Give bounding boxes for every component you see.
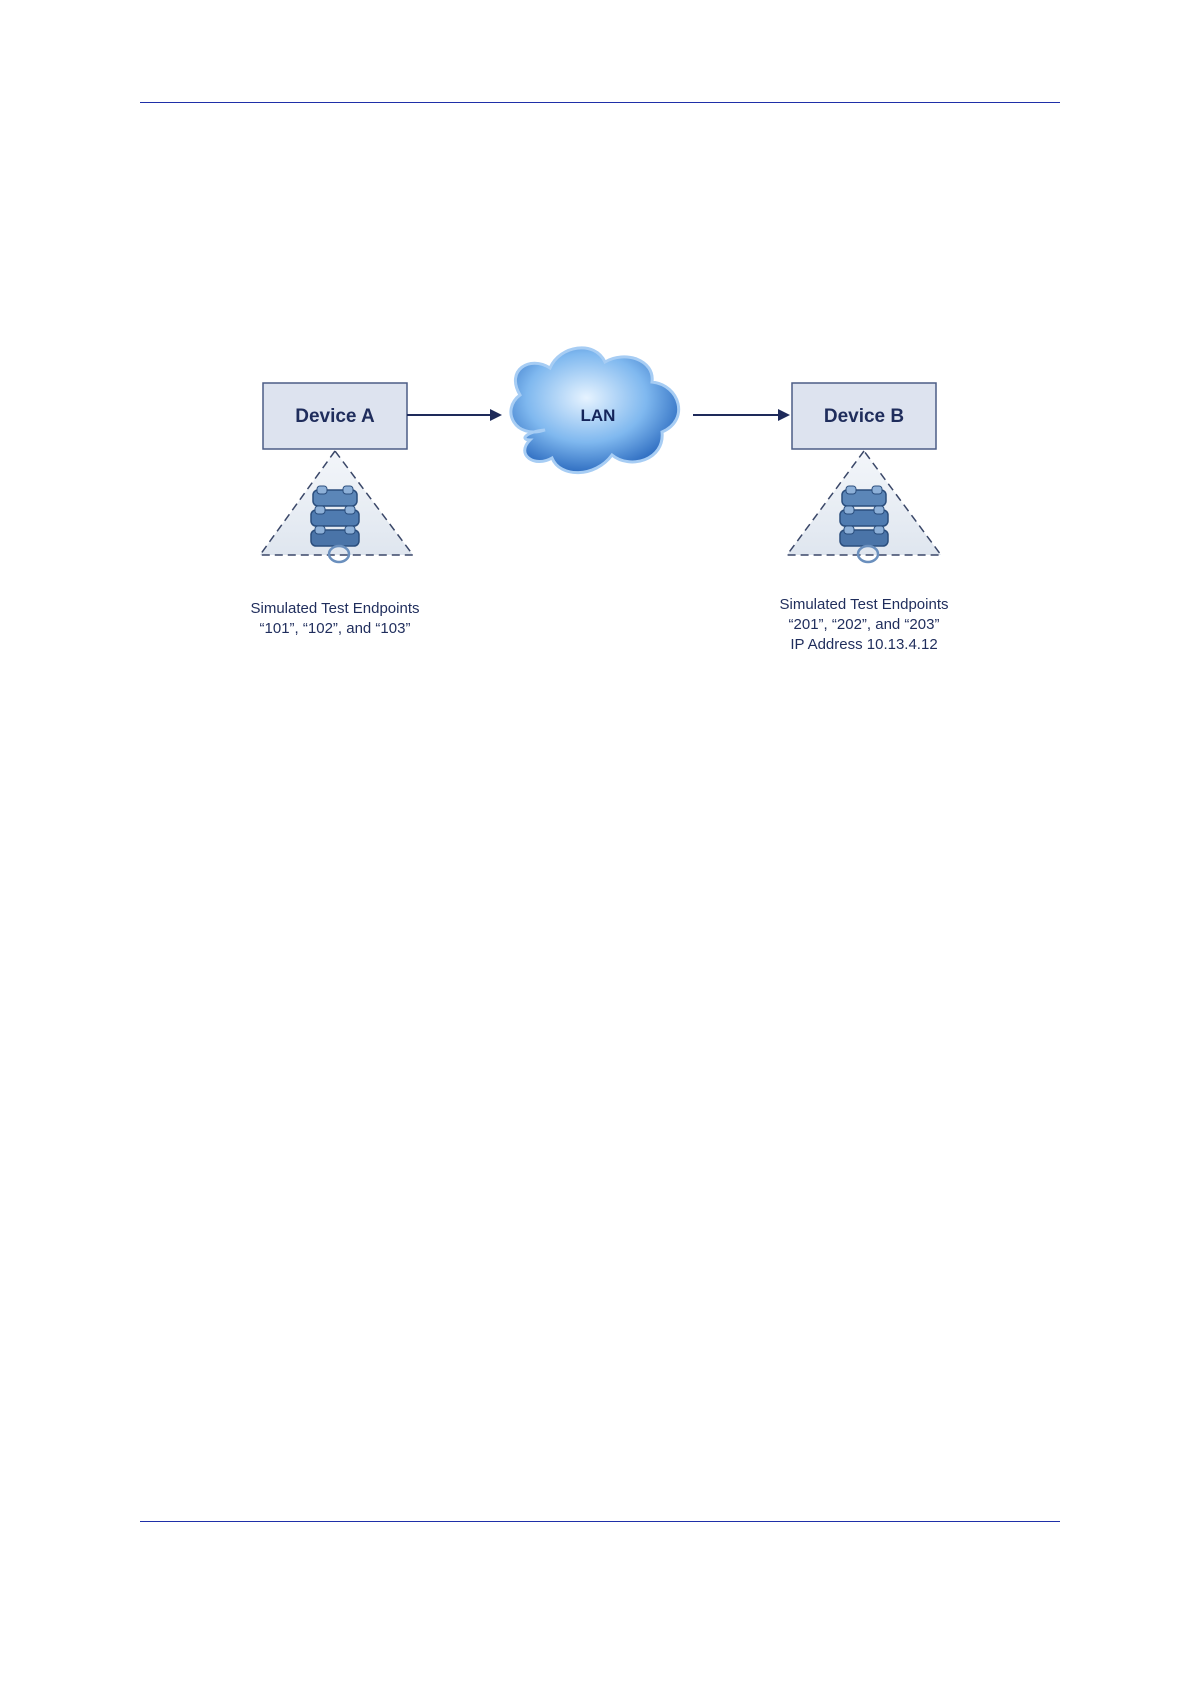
endpoints-b-group bbox=[787, 451, 941, 562]
endpoints-b-caption-line3: IP Address 10.13.4.12 bbox=[790, 636, 937, 653]
endpoints-b-caption-line1: Simulated Test Endpoints bbox=[780, 596, 949, 613]
endpoints-a-caption-line2: “101”, “102”, and “103” bbox=[260, 620, 411, 637]
device-b-box: Device B bbox=[792, 383, 936, 449]
device-a-label: Device A bbox=[295, 406, 375, 427]
device-b-label: Device B bbox=[824, 406, 904, 427]
endpoints-b-caption-line2: “201”, “202”, and “203” bbox=[789, 616, 940, 633]
cloud-icon: LAN bbox=[511, 348, 679, 473]
endpoints-a-group bbox=[260, 451, 413, 562]
lan-label: LAN bbox=[581, 406, 616, 425]
device-a-box: Device A bbox=[263, 383, 407, 449]
endpoints-a-caption-line1: Simulated Test Endpoints bbox=[251, 600, 420, 617]
